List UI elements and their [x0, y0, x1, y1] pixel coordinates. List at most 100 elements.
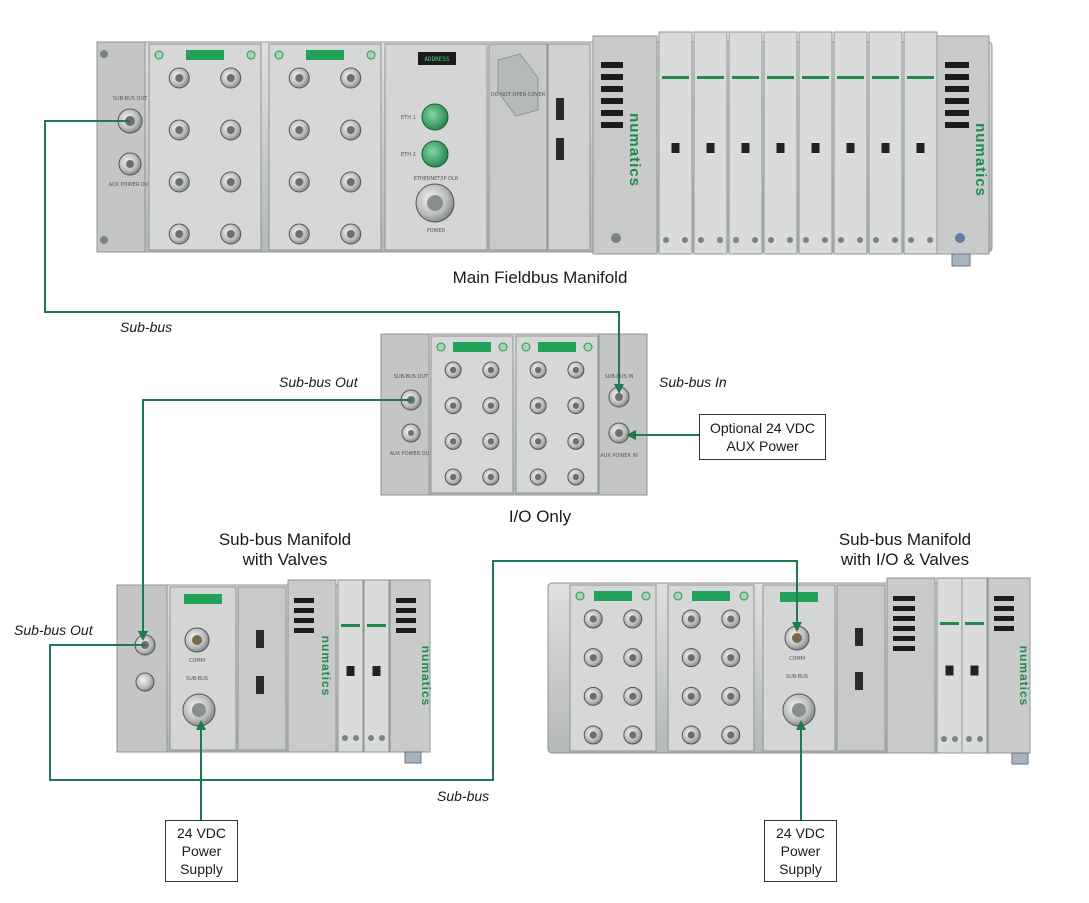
connector-pin-icon [727, 654, 735, 662]
screw-icon [717, 237, 723, 243]
connector-pin-icon [295, 178, 304, 186]
connector-pin-icon [175, 178, 184, 186]
status-led-icon [436, 342, 446, 352]
connector-pin-icon [295, 74, 304, 82]
status-led-icon [583, 342, 593, 352]
caption-subbus-with-valves: Sub-bus Manifold with Valves [190, 530, 380, 570]
caption-io-only: I/O Only [508, 507, 572, 526]
connector-pin-icon [687, 615, 695, 623]
caption-line: Sub-bus Manifold [218, 530, 352, 549]
connector-pin-icon [534, 402, 542, 409]
box-line: Supply [180, 861, 223, 877]
connector-pin-icon [346, 178, 355, 186]
valve-green-stripe [872, 76, 899, 79]
io-module [148, 43, 262, 251]
label-sub-bus: SUB-BUS [786, 674, 808, 680]
io-only-manifold: SUB-BUS OUT AUX POWER OUT SUB-BUS IN AUX… [380, 333, 648, 496]
caption-line: with Valves [242, 550, 328, 569]
main-aux-power-out-connector [118, 152, 142, 176]
connector-pin-icon [572, 473, 580, 481]
valve-green-stripe [907, 76, 934, 79]
valve-slot [945, 665, 954, 676]
valve-slot [881, 143, 890, 153]
valve-green-stripe [697, 76, 724, 79]
valve-green-stripe [341, 624, 360, 627]
connector-pin-icon [727, 731, 735, 739]
screw-icon [752, 237, 758, 243]
screw-icon [733, 237, 739, 243]
arrow-head-icon [796, 720, 806, 730]
transition-plate [547, 43, 591, 251]
box-line: AUX Power [726, 438, 799, 454]
valve-green-stripe [732, 76, 759, 79]
terminal-strip [538, 342, 576, 352]
box-line: 24 VDC [775, 825, 826, 841]
status-led-icon [575, 591, 585, 601]
screw-icon [353, 735, 359, 741]
valve-green-stripe [940, 622, 959, 625]
connector-pin-icon [175, 230, 184, 238]
label-sub-bus: SUB-BUS [186, 676, 208, 682]
connector-pin-icon [589, 654, 597, 662]
connector-pin-icon [687, 654, 695, 662]
screw-icon [892, 237, 898, 243]
left-endplate [96, 41, 146, 253]
terminal-strip [306, 50, 344, 60]
connector-pin-icon [629, 654, 637, 662]
label-eth1: ETH 1 [401, 115, 416, 121]
connector-pin-icon [346, 74, 355, 82]
subbus-io-to-valves-line [142, 399, 411, 635]
connector-pin-icon [629, 615, 637, 623]
screw-icon [768, 237, 774, 243]
status-led-icon [366, 50, 376, 60]
connector-pin-icon [487, 438, 495, 445]
terminal-strip [594, 591, 632, 601]
label-ethernet-dlr: ETHERNET/IP DLR [414, 176, 459, 182]
screw-icon [977, 736, 983, 742]
label-power: POWER [427, 228, 446, 234]
terminal-strip [186, 50, 224, 60]
io-module [430, 335, 514, 494]
note-sub-bus-out-left: Sub-bus Out [14, 622, 93, 638]
valve-green-stripe [837, 76, 864, 79]
connector-pin-icon [629, 731, 637, 739]
arrowheads [138, 384, 806, 730]
connector-pin-icon [346, 126, 355, 134]
screw-icon [787, 237, 793, 243]
connector-pin-icon [589, 692, 597, 700]
label-do-not-open: DO NOT OPEN COVER [491, 92, 546, 98]
screw-icon [952, 736, 958, 742]
connector-pin-icon [449, 366, 457, 374]
terminal-strip [453, 342, 491, 352]
valve-slot [776, 143, 785, 153]
brand-logo: numatics [419, 646, 433, 707]
status-led-icon [154, 50, 164, 60]
label-aux-power-in: AUX POWER IN [600, 453, 638, 459]
screw-icon [908, 237, 914, 243]
valve-green-stripe [662, 76, 689, 79]
note-sub-bus-top: Sub-bus [120, 319, 173, 335]
note-sub-bus-bottom: Sub-bus [437, 788, 490, 804]
screw-icon [927, 237, 933, 243]
connector-pin-icon [449, 438, 457, 445]
screw-icon [100, 50, 108, 58]
label-eth2: ETH 2 [401, 152, 416, 158]
connector-pin-icon [449, 402, 457, 409]
valve-body [728, 31, 763, 255]
caption-line: with I/O & Valves [840, 550, 970, 569]
sub-valves [337, 579, 390, 753]
connector-pin-icon [687, 692, 695, 700]
brand-logo: numatics [319, 636, 333, 697]
io-module [569, 584, 657, 752]
screw-icon [342, 735, 348, 741]
connector-pin-icon [589, 731, 597, 739]
terminal-strip [692, 591, 730, 601]
label-comm: COMM [789, 656, 805, 662]
box-line: Power [780, 843, 821, 859]
main-fieldbus-manifold: SUB-BUS OUT AUX POWER OUT ADDRESS ETH 1 … [96, 31, 993, 267]
screw-icon [663, 237, 669, 243]
subbus-main-to-io-line [44, 120, 620, 388]
eth1-port-icon [421, 103, 449, 131]
brand-logo: numatics [626, 113, 643, 187]
valve-green-stripe [767, 76, 794, 79]
